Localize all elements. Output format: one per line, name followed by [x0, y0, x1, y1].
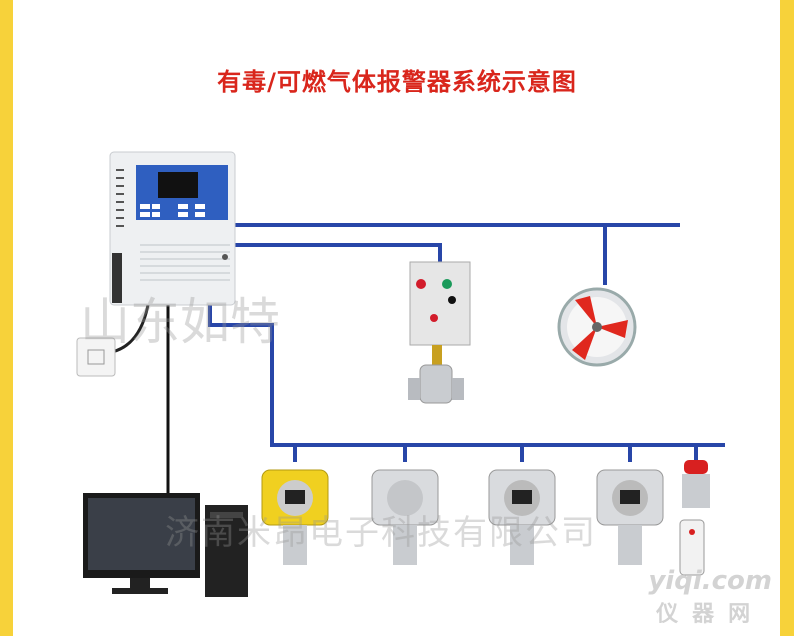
site-logo-line1: yiqi.com — [648, 566, 772, 596]
right-border — [780, 0, 794, 636]
left-border — [0, 0, 13, 636]
valve-control-box — [409, 261, 471, 346]
watermark-top: 山东如特 — [80, 293, 280, 351]
remote-control — [679, 519, 705, 576]
gas-detector-4 — [596, 469, 664, 565]
computer — [83, 493, 248, 597]
gas-detector-2 — [371, 469, 439, 565]
exhaust-fan — [557, 287, 637, 367]
watermark-bottom: 济南米昂电子科技有限公司 — [165, 513, 597, 553]
wire-drops — [293, 445, 698, 462]
gas-detector-1 — [261, 469, 329, 565]
alarm-controller — [109, 151, 236, 306]
diagram-title: 有毒/可燃气体报警器系统示意图 — [217, 68, 577, 96]
power-outlet — [76, 337, 116, 377]
site-logo-line2: 仪器网 — [656, 602, 765, 627]
site-logo: yiqi.com 仪器网 — [648, 566, 772, 628]
wire-detector-bus — [208, 300, 725, 447]
solenoid-valve — [408, 345, 464, 404]
alarm-light — [682, 460, 710, 508]
power-cord — [111, 304, 150, 354]
gas-detector-3 — [488, 469, 556, 565]
